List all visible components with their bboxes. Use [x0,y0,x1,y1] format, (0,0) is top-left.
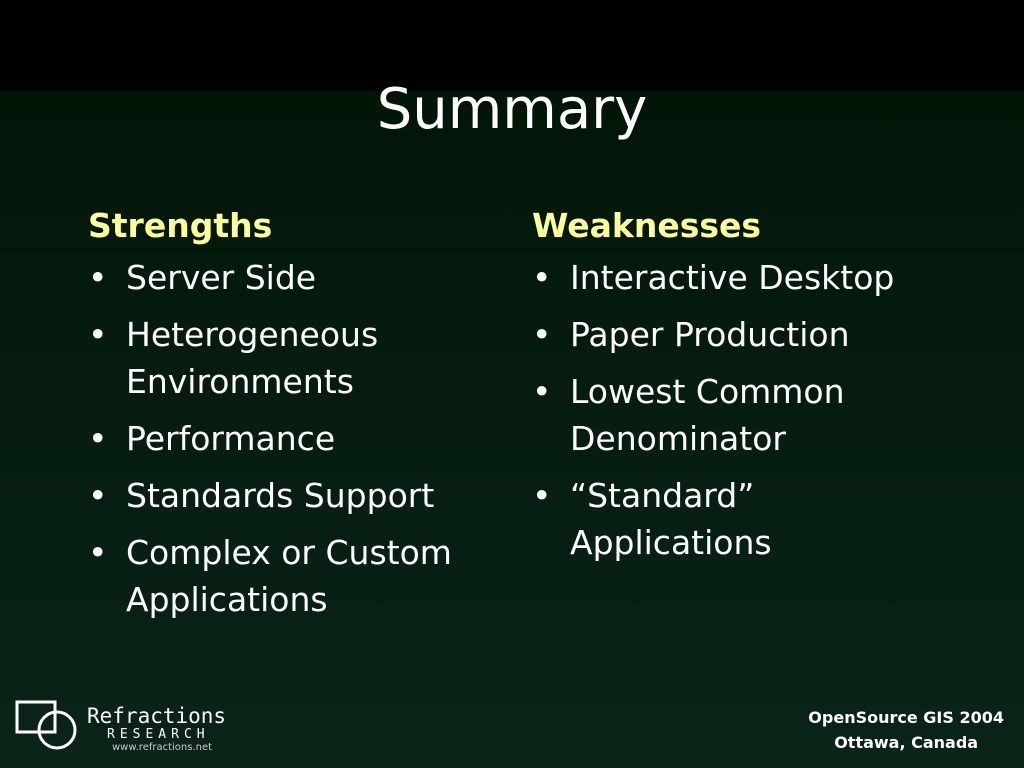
list-item-text: Server Side [126,258,317,297]
bullet-icon: • [88,419,108,458]
weaknesses-column: Weaknesses • Interactive Desktop • Paper P… [532,200,952,576]
bullet-icon: • [532,315,552,354]
bullet-icon: • [88,315,108,354]
list-item-text: “Standard” Applications [570,476,772,562]
slide-title: Summary [376,77,648,142]
bullet-icon: • [88,533,108,572]
strengths-column: Strengths • Server Side • Heterogeneous En… [88,200,508,633]
refractions-logo-icon [15,700,77,750]
list-item-text: Lowest Common Denominator [570,372,845,458]
list-item: • Standards Support [88,472,508,519]
list-item-text: Paper Production [570,315,850,354]
list-item-text: Performance [126,419,336,458]
strengths-heading: Strengths [88,206,273,245]
list-item-text: Heterogeneous Environments [126,315,379,401]
list-item-text: Interactive Desktop [570,258,895,297]
bullet-icon: • [532,372,552,411]
logo-subtitle: RESEARCH [107,727,210,742]
footer: OpenSource GIS 2004 Ottawa, Canada [808,705,1004,755]
list-item-text: Standards Support [126,476,435,515]
list-item: • Interactive Desktop [532,254,952,301]
bullet-icon: • [532,258,552,297]
bullet-icon: • [88,258,108,297]
weaknesses-heading: Weaknesses [532,206,762,245]
refractions-logo: Refractions RESEARCH www.refractions.net [15,700,235,758]
list-item: • Server Side [88,254,508,301]
logo-url: www.refractions.net [112,742,213,753]
strengths-list: • Server Side • Heterogeneous Environments… [88,254,508,623]
list-item: • Heterogeneous Environments [88,311,508,405]
footer-location: Ottawa, Canada [834,733,979,752]
list-item-text: Complex or Custom Applications [126,533,452,619]
list-item: • Paper Production [532,311,952,358]
list-item: • Performance [88,415,508,462]
list-item: • Lowest Common Denominator [532,368,952,462]
weaknesses-list: • Interactive Desktop • Paper Production •… [532,254,952,566]
list-item: • “Standard” Applications [532,472,952,566]
list-item: • Complex or Custom Applications [88,529,508,623]
logo-name: Refractions [87,704,227,728]
bullet-icon: • [532,476,552,515]
bullet-icon: • [88,476,108,515]
footer-event: OpenSource GIS 2004 [808,708,1004,727]
